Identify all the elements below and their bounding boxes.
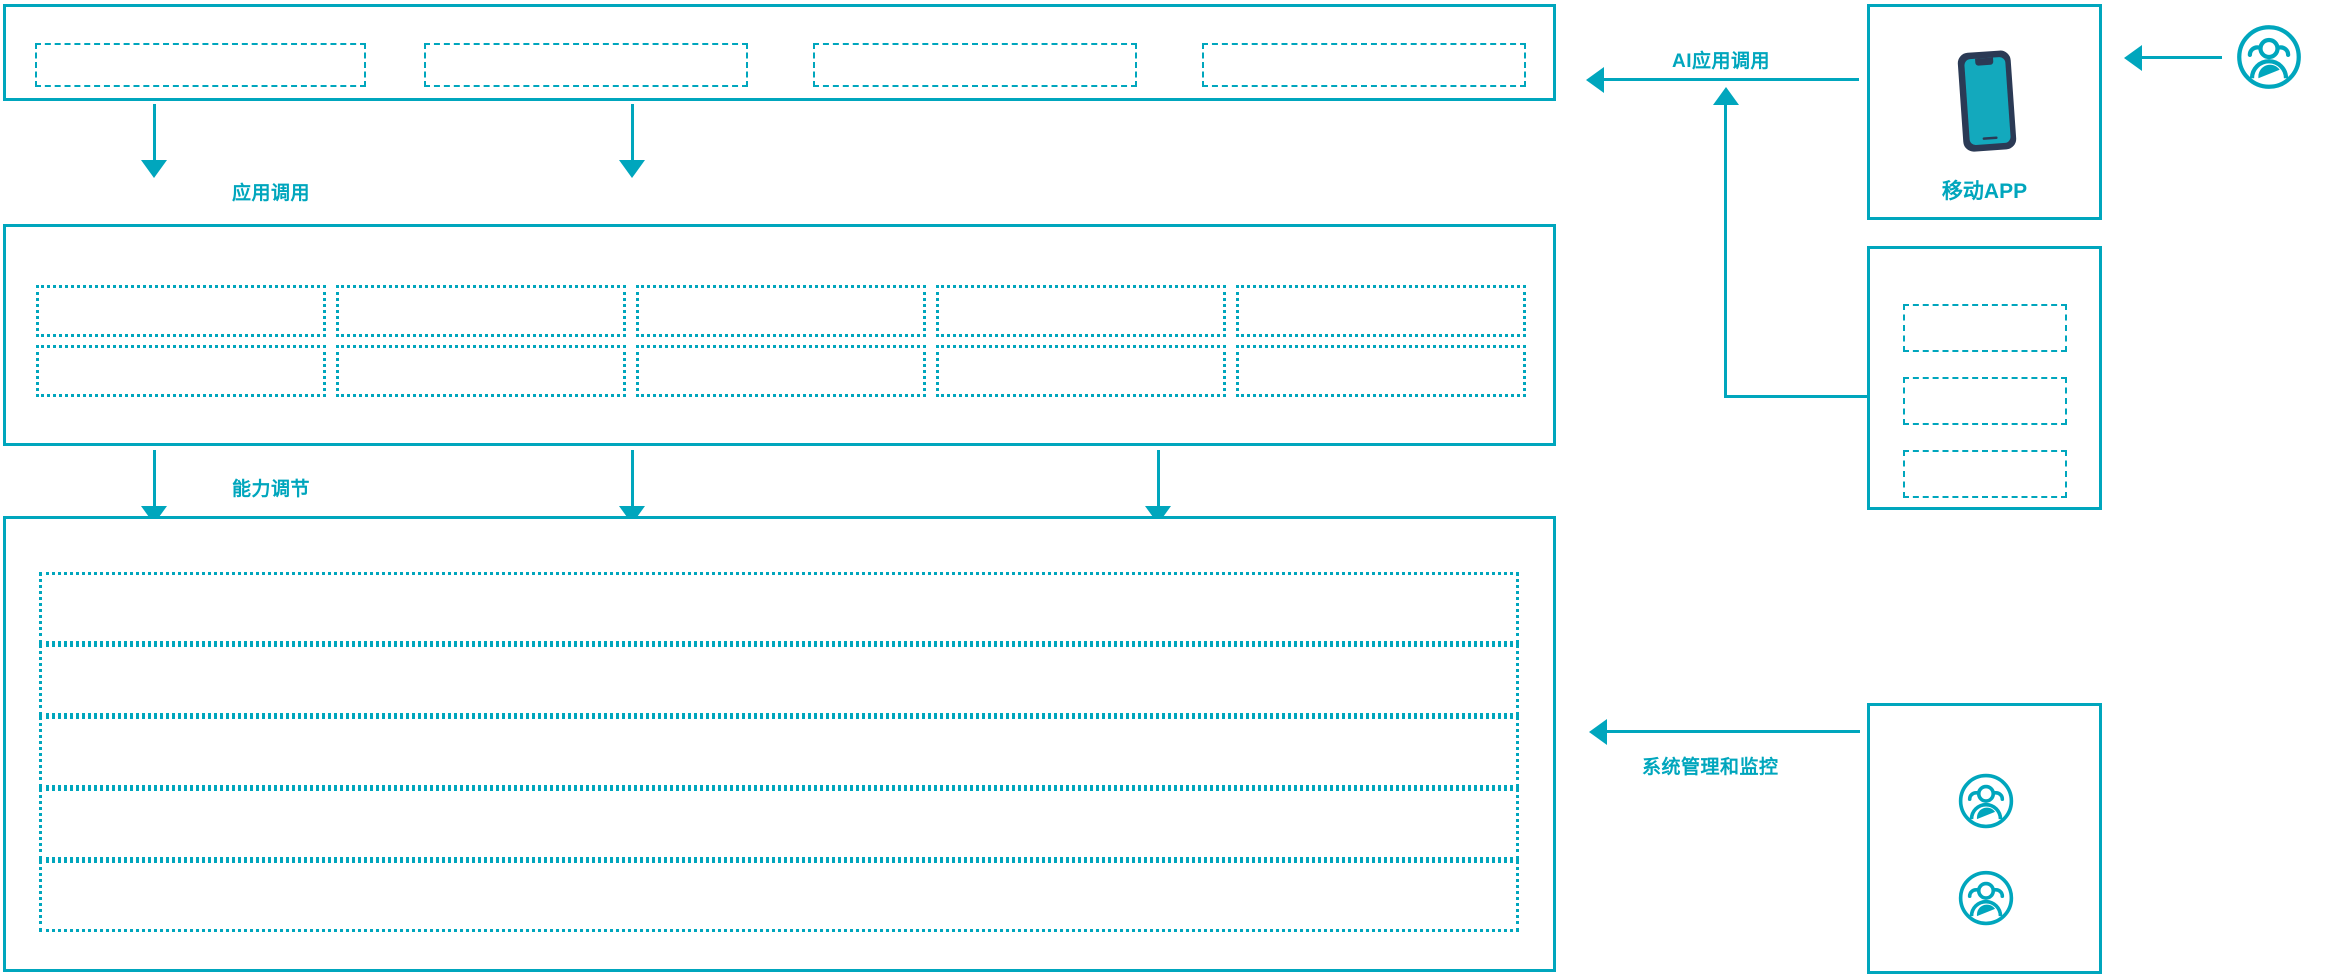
service-catalog-cell-1[interactable] bbox=[1903, 304, 2067, 352]
capability-layer-cell-r2c2[interactable] bbox=[336, 345, 626, 397]
application-call-arrow-2-head bbox=[619, 160, 645, 178]
end-user-to-mobile-arrow-head bbox=[2124, 45, 2142, 71]
capability-layer-cell-r2c1[interactable] bbox=[36, 345, 326, 397]
ai-application-call-arrow-shaft bbox=[1604, 78, 1859, 81]
capability-adjust-arrow-1-shaft bbox=[153, 450, 156, 512]
capability-layer-cell-r1c2[interactable] bbox=[336, 285, 626, 337]
system-management-arrow-head bbox=[1589, 719, 1607, 745]
application-call-arrow-1-shaft bbox=[153, 104, 156, 166]
application-call-arrow-2-shaft bbox=[631, 104, 634, 166]
admin-operations-panel[interactable] bbox=[1867, 703, 2102, 974]
capability-layer-cell-r2c5[interactable] bbox=[1236, 345, 1526, 397]
ai-upward-connector-elbow bbox=[1724, 395, 1867, 398]
infrastructure-layer[interactable] bbox=[3, 516, 1556, 972]
application-layer-cell-1[interactable] bbox=[35, 43, 366, 87]
service-catalog-panel[interactable] bbox=[1867, 246, 2102, 510]
mobile-phone-icon bbox=[1948, 49, 2028, 154]
capability-layer[interactable] bbox=[3, 224, 1556, 446]
infrastructure-layer-row-2[interactable] bbox=[39, 644, 1519, 716]
mobile-app-panel[interactable]: 移动APP bbox=[1867, 4, 2102, 220]
service-catalog-cell-2[interactable] bbox=[1903, 377, 2067, 425]
mobile-app-label: 移动APP bbox=[1941, 180, 2028, 203]
capability-adjust-arrow-3-shaft bbox=[1157, 450, 1160, 512]
ai-upward-connector-shaft bbox=[1724, 104, 1727, 398]
infrastructure-layer-row-4[interactable] bbox=[39, 788, 1519, 860]
capability-adjust-arrow-2-shaft bbox=[631, 450, 634, 512]
capability-layer-cell-r1c5[interactable] bbox=[1236, 285, 1526, 337]
service-catalog-cell-3[interactable] bbox=[1903, 450, 2067, 498]
application-call-arrow-1-head bbox=[141, 160, 167, 178]
infrastructure-layer-row-1[interactable] bbox=[39, 572, 1519, 644]
system-management-arrow-shaft bbox=[1607, 730, 1860, 733]
admin-user-group-icon-1[interactable] bbox=[1957, 772, 2015, 830]
capability-layer-cell-r2c3[interactable] bbox=[636, 345, 926, 397]
end-user-to-mobile-arrow-shaft bbox=[2142, 56, 2222, 59]
system-management-label: 系统管理和监控 bbox=[1642, 757, 1779, 778]
capability-layer-cell-r2c4[interactable] bbox=[936, 345, 1226, 397]
admin-user-group-icon-2[interactable] bbox=[1957, 869, 2015, 927]
application-layer-cell-2[interactable] bbox=[424, 43, 748, 87]
ai-upward-connector-head bbox=[1713, 87, 1739, 105]
ai-application-call-arrow-head bbox=[1586, 67, 1604, 93]
end-user-group-icon[interactable] bbox=[2235, 23, 2303, 91]
ai-application-call-label: AI应用调用 bbox=[1672, 51, 1771, 72]
capability-layer-cell-r1c4[interactable] bbox=[936, 285, 1226, 337]
capability-layer-cell-r1c3[interactable] bbox=[636, 285, 926, 337]
application-layer-cell-3[interactable] bbox=[813, 43, 1137, 87]
infrastructure-layer-row-5[interactable] bbox=[39, 860, 1519, 932]
application-layer[interactable] bbox=[3, 4, 1556, 101]
capability-adjust-label: 能力调节 bbox=[232, 479, 311, 500]
infrastructure-layer-row-3[interactable] bbox=[39, 716, 1519, 788]
capability-layer-cell-r1c1[interactable] bbox=[36, 285, 326, 337]
application-call-label: 应用调用 bbox=[232, 183, 311, 204]
application-layer-cell-4[interactable] bbox=[1202, 43, 1526, 87]
